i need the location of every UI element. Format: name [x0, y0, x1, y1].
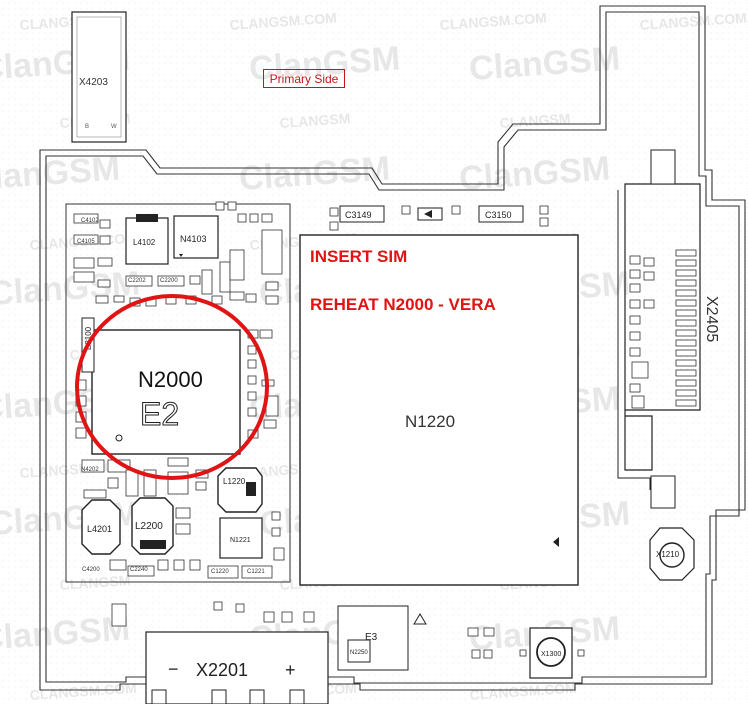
n1220-chip: N1220	[299, 234, 579, 586]
svg-text:CLANGSM: CLANGSM	[499, 110, 571, 131]
svg-text:CLANGSM.COM: CLANGSM.COM	[469, 680, 577, 703]
svg-text:CLANGSM.COM: CLANGSM.COM	[229, 10, 337, 33]
rf-area-outline	[65, 203, 291, 583]
x2201-label: X2201	[196, 660, 248, 680]
n2000-label: N2000	[138, 367, 203, 392]
l2200-label: L2200	[135, 521, 163, 532]
svg-text:B: B	[85, 124, 89, 130]
b2100-label: B2100	[84, 326, 93, 350]
x1300-label: X1300	[541, 651, 561, 658]
n4202-label: N4202	[81, 467, 99, 473]
svg-text:W: W	[111, 124, 117, 130]
svg-text:CLANGSM.COM: CLANGSM.COM	[439, 10, 547, 33]
l1220-label: L1220	[223, 477, 246, 486]
x2405-label: X2405	[703, 296, 720, 342]
top-center-diode	[417, 207, 443, 221]
c3150-label: C3150	[485, 210, 512, 220]
c2240-label: C2240	[130, 567, 148, 573]
c3150-capacitor: C3150	[478, 205, 524, 223]
c4105-label: C4105	[77, 239, 95, 245]
x2405-connector: X2405	[617, 149, 720, 509]
n2000-chip: N2000 E2	[91, 329, 241, 455]
l1220-inductor: L1220	[217, 467, 263, 513]
highlight-circle	[75, 294, 269, 480]
c2202-label: C2202	[128, 278, 146, 284]
x4203-label: X4203	[79, 77, 108, 88]
x2201-plus-sign: +	[285, 660, 296, 680]
svg-text:CLANGSM.COM: CLANGSM.COM	[639, 10, 747, 33]
c1221-label: C1221	[247, 569, 265, 575]
n2250-block: N2250 E3	[337, 605, 427, 671]
n1221-label: N1221	[230, 537, 251, 544]
x2201-connector: − X2201 +	[145, 631, 329, 704]
n1220-label: N1220	[405, 412, 455, 431]
c4200-label: C4200	[82, 567, 100, 573]
svg-text:CLANGSM: CLANGSM	[59, 572, 131, 593]
x1210-component: X1210	[649, 527, 695, 581]
n4103-label: N4103	[180, 234, 207, 244]
l4102-inductor: L4102	[125, 214, 169, 265]
x1300-component: X1300	[529, 627, 573, 679]
n2000-marking: E2	[140, 396, 179, 432]
c2200-label: C2200	[160, 278, 178, 284]
l2200-inductor: L2200	[131, 497, 174, 555]
side-label: Primary Side	[263, 69, 345, 88]
l4102-label: L4102	[133, 238, 156, 247]
x1210-label: X1210	[656, 550, 680, 559]
n2250-label: N2250	[350, 650, 368, 656]
c3149-capacitor: C3149	[339, 205, 385, 223]
n1221-ic: N1221	[219, 517, 263, 559]
l4201-inductor: L4201	[81, 499, 121, 555]
e3-label: E3	[365, 632, 378, 643]
board-outline	[39, 5, 746, 691]
c3149-label: C3149	[345, 210, 372, 220]
c1220-label: C1220	[211, 569, 229, 575]
x2201-minus-sign: −	[168, 659, 179, 679]
instruction-reheat: REHEAT N2000 - VERA	[310, 295, 496, 314]
x4203-connector: X4203 B W	[71, 11, 127, 143]
l4201-label: L4201	[87, 524, 112, 534]
svg-text:CLANGSM.COM: CLANGSM.COM	[29, 680, 137, 703]
instruction-insert-sim: INSERT SIM	[310, 247, 408, 266]
c4102-label: C4102	[81, 218, 99, 224]
n4103-ic: N4103	[173, 215, 219, 259]
svg-text:CLANGSM: CLANGSM	[279, 110, 351, 131]
